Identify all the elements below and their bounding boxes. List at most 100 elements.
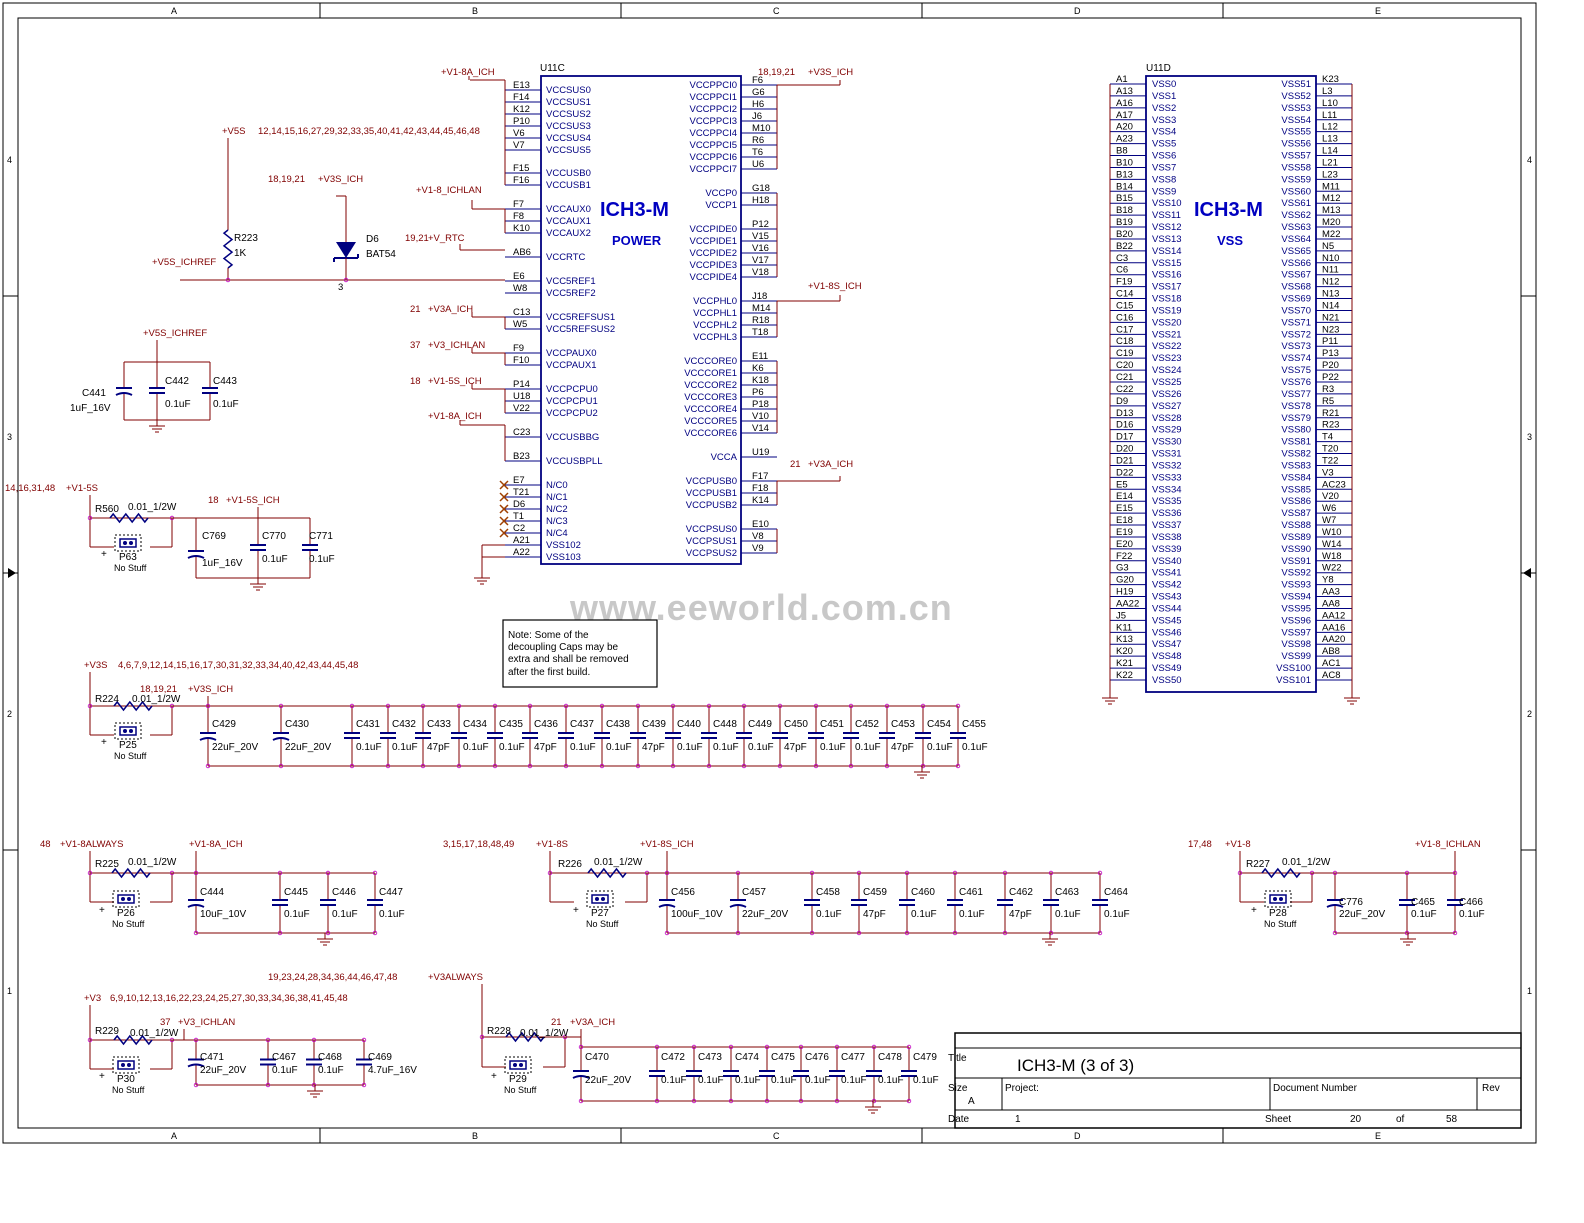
ic-pin-number: C6 — [1116, 265, 1128, 276]
cap-value: 0.1uF — [771, 1075, 797, 1086]
junction — [871, 1098, 877, 1104]
ic-pin-name: VCCPUSB1 — [686, 488, 737, 499]
frame-column-label: E — [1375, 1131, 1381, 1141]
ic-pin-number: H18 — [752, 195, 769, 206]
ic-pin-name: VSS6 — [1152, 151, 1176, 162]
ic-pin-name: VSS52 — [1281, 91, 1311, 102]
junction — [527, 703, 533, 709]
jumper-outline — [112, 1056, 140, 1074]
junction — [706, 703, 712, 709]
ic-ref: U11C — [540, 63, 565, 74]
net-label: +V3S — [84, 660, 108, 671]
cap-ref: C448 — [713, 719, 737, 730]
ic-pin-name: VSS24 — [1152, 365, 1182, 376]
junction — [741, 763, 747, 769]
ic-pin-name: VSS28 — [1152, 413, 1182, 424]
cap-ref: C452 — [855, 719, 879, 730]
ic-pin-number: D17 — [1116, 432, 1133, 443]
ic-pin-number: V16 — [752, 243, 769, 254]
ic-pin-number: A17 — [1116, 110, 1133, 121]
ic-pin-number: C3 — [1116, 253, 1128, 264]
junction — [277, 870, 283, 876]
jumper-note: No Stuff — [504, 1085, 537, 1095]
junction — [1332, 870, 1338, 876]
ic-pin-name: VSS27 — [1152, 401, 1182, 412]
cap-ref: C472 — [661, 1052, 685, 1063]
ic-pin-name: VSS65 — [1281, 246, 1311, 257]
junction — [670, 703, 676, 709]
ic-pin-number: P20 — [1322, 360, 1339, 371]
ic-pin-number: F9 — [513, 343, 524, 354]
net-label: +V3A_ICH — [428, 304, 473, 315]
cap-value: 0.1uF — [661, 1075, 687, 1086]
junction — [670, 763, 676, 769]
ic-pin-name: VCCSUS0 — [546, 85, 591, 96]
ic-pin-number: P12 — [752, 219, 769, 230]
ic-pin-name: VCCSUS3 — [546, 121, 591, 132]
ic-pin-number: P11 — [1322, 336, 1338, 347]
ic-pin-number: P22 — [1322, 372, 1339, 383]
jumper-polarity: + — [491, 1071, 497, 1082]
junction — [728, 1098, 734, 1104]
frame-row-label: 1 — [7, 986, 12, 996]
ic-pin-number: H19 — [1116, 587, 1133, 598]
title-label: Title — [948, 1053, 967, 1064]
ic-pin-number: V20 — [1322, 491, 1339, 502]
cap-ref: C460 — [911, 887, 935, 898]
ic-pin-name: VSS62 — [1281, 210, 1311, 221]
cap-value: 0.1uF — [284, 909, 310, 920]
ic-pin-name: VSS90 — [1281, 544, 1311, 555]
ic-pin-number: AA8 — [1322, 598, 1340, 609]
cap-ref: C436 — [534, 719, 558, 730]
ic-pin-name: VSS2 — [1152, 103, 1176, 114]
sheet-number: 20 — [1350, 1114, 1362, 1125]
ic-pin-name: VCCPPCI7 — [689, 164, 737, 175]
ic-pin-name: VSS51 — [1281, 79, 1311, 90]
net-ref: 18 — [208, 495, 219, 506]
ic-pin-name: VSS71 — [1281, 317, 1311, 328]
ic-pin-name: VSS40 — [1152, 556, 1182, 567]
ic-pin-name: VCCPPCI6 — [689, 152, 737, 163]
note-line-2: decoupling Caps may be — [508, 642, 619, 653]
ic-pin-number: V3 — [1322, 467, 1334, 478]
junction — [654, 1044, 660, 1050]
ic-pin-name: VSS43 — [1152, 592, 1182, 603]
junction — [277, 930, 283, 936]
ic-pin-name: VCCPCPU2 — [546, 408, 598, 419]
jumper-body — [591, 894, 609, 904]
cap-value: 47pF — [784, 742, 807, 753]
junction — [87, 515, 93, 521]
cap-value: 0.1uF — [878, 1075, 904, 1086]
frame-column-label: B — [472, 1131, 478, 1141]
frame-column-label: C — [773, 6, 780, 16]
ic-pin-number: F17 — [752, 471, 768, 482]
net-label: +V1-8A_ICH — [189, 839, 243, 850]
ic-pin-name: VSS29 — [1152, 425, 1182, 436]
cap-ref: C776 — [1339, 897, 1363, 908]
ic-pin-name: VSS9 — [1152, 186, 1176, 197]
junction — [728, 1044, 734, 1050]
frame-row-label: 3 — [1527, 432, 1532, 442]
resistor-ref: R223 — [234, 233, 258, 244]
ic-pin-name: VCCCORE4 — [684, 404, 737, 415]
cap-ref: C440 — [677, 719, 701, 730]
ic-pin-name: VSS97 — [1281, 627, 1311, 638]
ic-pin-name: VSS4 — [1152, 127, 1176, 138]
ic-pin-number: E11 — [752, 351, 768, 362]
net-label: +V_RTC — [428, 233, 465, 244]
jumper-body — [117, 1060, 135, 1070]
date-value: 1 — [1015, 1114, 1021, 1125]
cap-value: 0.1uF — [309, 554, 335, 565]
ic-pin-number: F19 — [1116, 277, 1132, 288]
cap-ref: C435 — [499, 719, 523, 730]
junction — [884, 703, 890, 709]
cap-ref: C461 — [959, 887, 983, 898]
cap-value: 0.1uF — [272, 1065, 298, 1076]
ic-pin-number: T18 — [752, 327, 768, 338]
frame-row-label: 4 — [1527, 155, 1532, 165]
ic-pin-number: N12 — [1322, 277, 1339, 288]
ic-pin-number: F15 — [513, 163, 529, 174]
net-label: +V3A_ICH — [570, 1017, 615, 1028]
